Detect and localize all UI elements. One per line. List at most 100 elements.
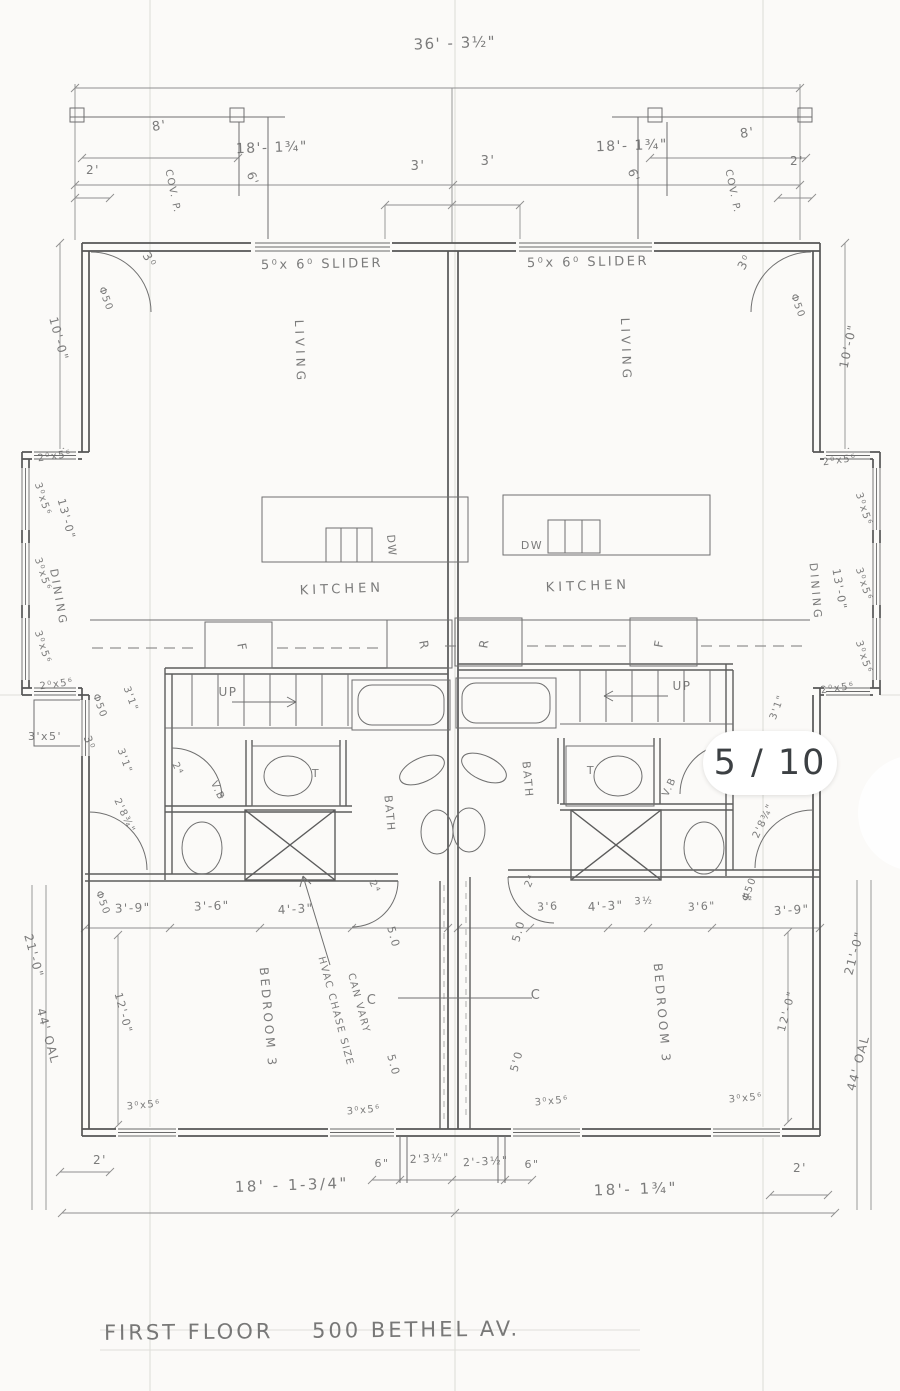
plan-label-99: 6" (524, 1158, 539, 1171)
plan-label-37: KITCHEN (299, 581, 384, 599)
plan-label-85: 44' OAL (34, 1007, 62, 1066)
plan-label-74: 3'-9" (773, 902, 810, 918)
paper-fold-lines (149, 0, 764, 1391)
plan-label-47: 3'1" (121, 685, 140, 713)
plan-label-20: 5⁰x 6⁰ SLIDER (527, 254, 649, 271)
bath-fixtures (33, 677, 725, 875)
plan-label-71: 3½ (634, 895, 654, 908)
plan-label-12: 3' (481, 154, 496, 169)
plan-label-26: 3⁰x5⁶ (32, 629, 53, 665)
plan-label-100: 2' (793, 1161, 807, 1175)
kitchen-casework (90, 494, 810, 669)
plan-label-24: 3⁰x5⁶ (32, 481, 53, 517)
plan-label-7: COV. P. (162, 168, 182, 214)
stairs (165, 670, 733, 729)
hvac-chases (244, 809, 662, 881)
covered-porches (69, 107, 813, 243)
plan-label-49: 3'1" (768, 693, 787, 721)
plan-label-6: 2' (790, 154, 804, 168)
plan-label-90: BEDROOM 3 (651, 963, 674, 1065)
plan-label-9: 6' (244, 170, 262, 188)
plan-label-62: Φ50 (93, 889, 112, 916)
plan-label-54: V.B (208, 780, 226, 803)
plan-label-4: 8' (739, 125, 756, 142)
plan-label-30: 2⁰x5⁶ (822, 453, 857, 469)
plan-label-17: 10'-0" (46, 315, 71, 362)
page-indicator-text: 5 / 10 (713, 743, 827, 783)
plan-label-39: DW (384, 534, 399, 557)
plan-label-15: Φ50 (96, 285, 115, 312)
plan-label-21: LIVING (292, 320, 308, 385)
plan-label-38: KITCHEN (545, 578, 630, 596)
plan-label-75: 5.0 (384, 925, 402, 950)
windows (18, 239, 884, 1138)
plan-label-43: R (476, 637, 491, 649)
plan-label-72: 3'6" (687, 899, 716, 913)
plan-label-59: BATH (519, 761, 535, 799)
plan-label-84: 21'-0" (842, 929, 867, 976)
plan-label-50: 3⁰ (81, 734, 98, 752)
plan-label-89: BEDROOM 3 (257, 967, 280, 1069)
plan-label-80: C (531, 988, 542, 1003)
appliance-dash-line (92, 645, 808, 649)
plan-label-10: 6' (625, 167, 643, 185)
plan-label-67: 3'-6" (194, 898, 230, 913)
plan-label-48: 3'1" (115, 747, 134, 775)
plan-label-82: 12'-0" (775, 989, 798, 1033)
plan-labels-layer: 36' - 3½" 18'- 1¾" 18'- 1¾" 8' 8' 2' 2' COV. P.… (21, 33, 874, 1200)
plan-label-46: UP (672, 679, 691, 693)
plan-label-51: Φ50 (90, 692, 109, 719)
plan-label-1: 18'- 1¾" (236, 139, 309, 158)
plan-label-55: V.B (661, 776, 679, 799)
plan-label-2: 18'- 1¾" (596, 137, 669, 156)
plan-label-94: 3⁰x5⁶ (728, 1092, 763, 1106)
plan-label-87: HVAC CHASE SIZE (316, 955, 356, 1067)
plan-label-79: C (367, 993, 378, 1008)
plan-label-44: F (651, 638, 666, 649)
plan-label-96: 6" (374, 1157, 389, 1170)
plan-label-78: 5'0 (508, 1049, 526, 1073)
dimension-lines (31, 83, 872, 1218)
door-swings (88, 251, 814, 928)
center-wall-stubs (398, 997, 532, 1183)
plan-label-76: 5.0 (509, 919, 527, 944)
plan-label-102: 18'- 1¾" (593, 1179, 678, 1200)
plan-label-29: DINING (47, 568, 70, 627)
plan-label-18: 10'-0" (837, 323, 860, 370)
plan-label-93: 3⁰x5⁶ (534, 1095, 569, 1109)
plan-label-27: 2⁰x5⁶ (39, 677, 74, 693)
plan-label-95: 2' (93, 1153, 107, 1167)
plan-label-0: 36' - 3½" (413, 33, 496, 54)
plan-label-101: 18' - 1-3/4" (234, 1174, 349, 1196)
plan-label-83: 21'-0" (21, 932, 46, 979)
plan-label-64: 2⁴ (366, 879, 382, 896)
plan-label-52: 3'x5' (28, 730, 62, 743)
plan-label-66: 3'-9" (115, 900, 151, 915)
interior-walls (85, 663, 820, 1129)
plan-label-92: 3⁰x5⁶ (346, 1104, 381, 1118)
plan-label-35: 13'-0" (829, 568, 849, 612)
plan-label-73: ½ (742, 891, 753, 903)
plan-label-3: 8' (151, 118, 168, 135)
plan-label-70: 4'-3" (587, 898, 624, 914)
plan-label-5: 2' (86, 163, 100, 177)
plan-label-57: T (586, 764, 595, 777)
plan-label-11: 3' (411, 159, 426, 174)
plan-label-19: 5⁰x 6⁰ SLIDER (261, 256, 383, 273)
plan-label-13: 3⁰ (140, 250, 160, 270)
plan-label-53: 2⁴ (169, 761, 185, 778)
plan-label-56: T (311, 767, 320, 780)
plan-label-23: 2⁰x5⁶ (37, 449, 72, 465)
plan-label-77: 5.0 (384, 1053, 402, 1078)
plan-label-40: DW (521, 539, 543, 552)
plan-label-42: R (416, 639, 431, 651)
plan-label-65: 2⁴ (523, 873, 539, 890)
plan-label-69: 3'6 (537, 899, 559, 913)
plan-label-41: F (234, 642, 249, 653)
plan-label-68: 4'-3" (277, 901, 314, 917)
hvac-leader-arrow (299, 875, 331, 966)
plan-label-16: Φ50 (788, 292, 807, 319)
plan-label-81: 12'-0" (112, 991, 135, 1035)
